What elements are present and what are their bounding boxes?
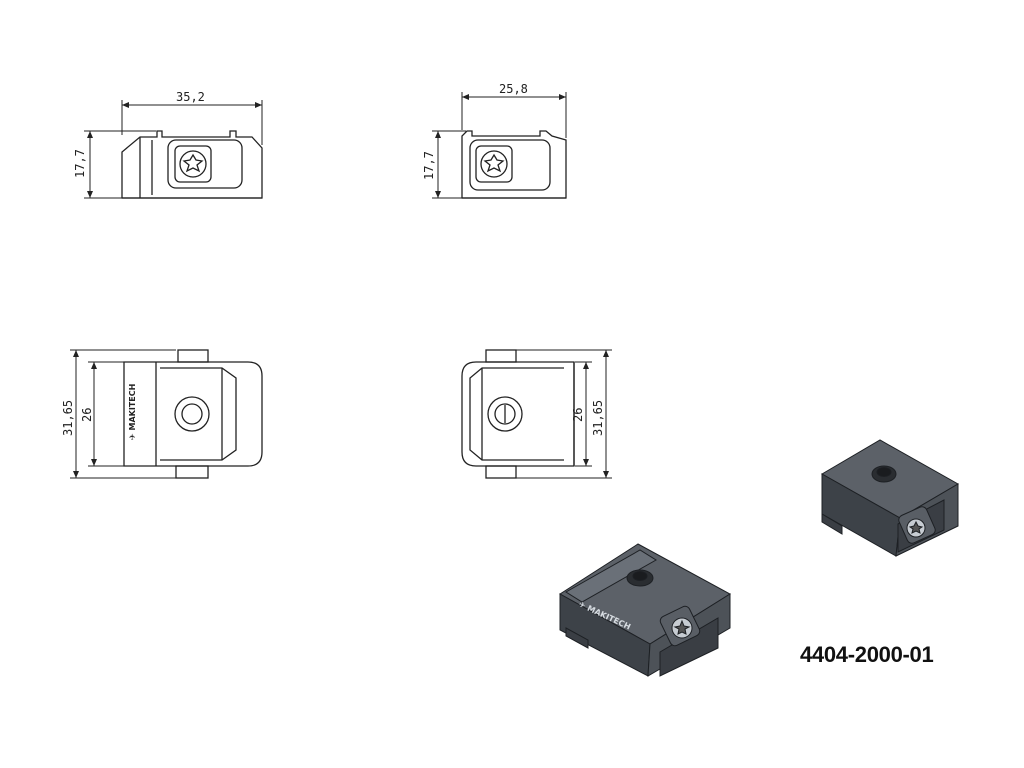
side-view [461,130,567,199]
front-height-dimension [84,130,156,199]
top-left-outer-label: 31,65 [61,400,75,436]
side-height-label: 17,7 [422,151,436,180]
front-width-dimension [121,100,263,145]
front-view [121,130,263,199]
top-right-dimensions [516,349,612,479]
top-left-dimensions [70,349,176,479]
svg-text:✈ MAKITECH: ✈ MAKITECH [128,384,137,440]
top-right-inner-label: 26 [571,408,585,422]
side-width-label: 25,8 [499,82,528,96]
top-right-outer-label: 31,65 [591,400,605,436]
top-view-right [461,349,575,479]
part-number: 4404-2000-01 [800,642,934,667]
isometric-view-large: ✈ MAKITECH [559,543,731,677]
top-left-inner-label: 26 [80,408,94,422]
isometric-view-small [820,439,960,557]
front-width-label: 35,2 [176,90,205,104]
side-width-dimension [461,92,567,138]
top-view-left: ✈ MAKITECH [123,349,263,479]
front-height-label: 17,7 [73,149,87,178]
side-height-dimension [432,130,466,199]
